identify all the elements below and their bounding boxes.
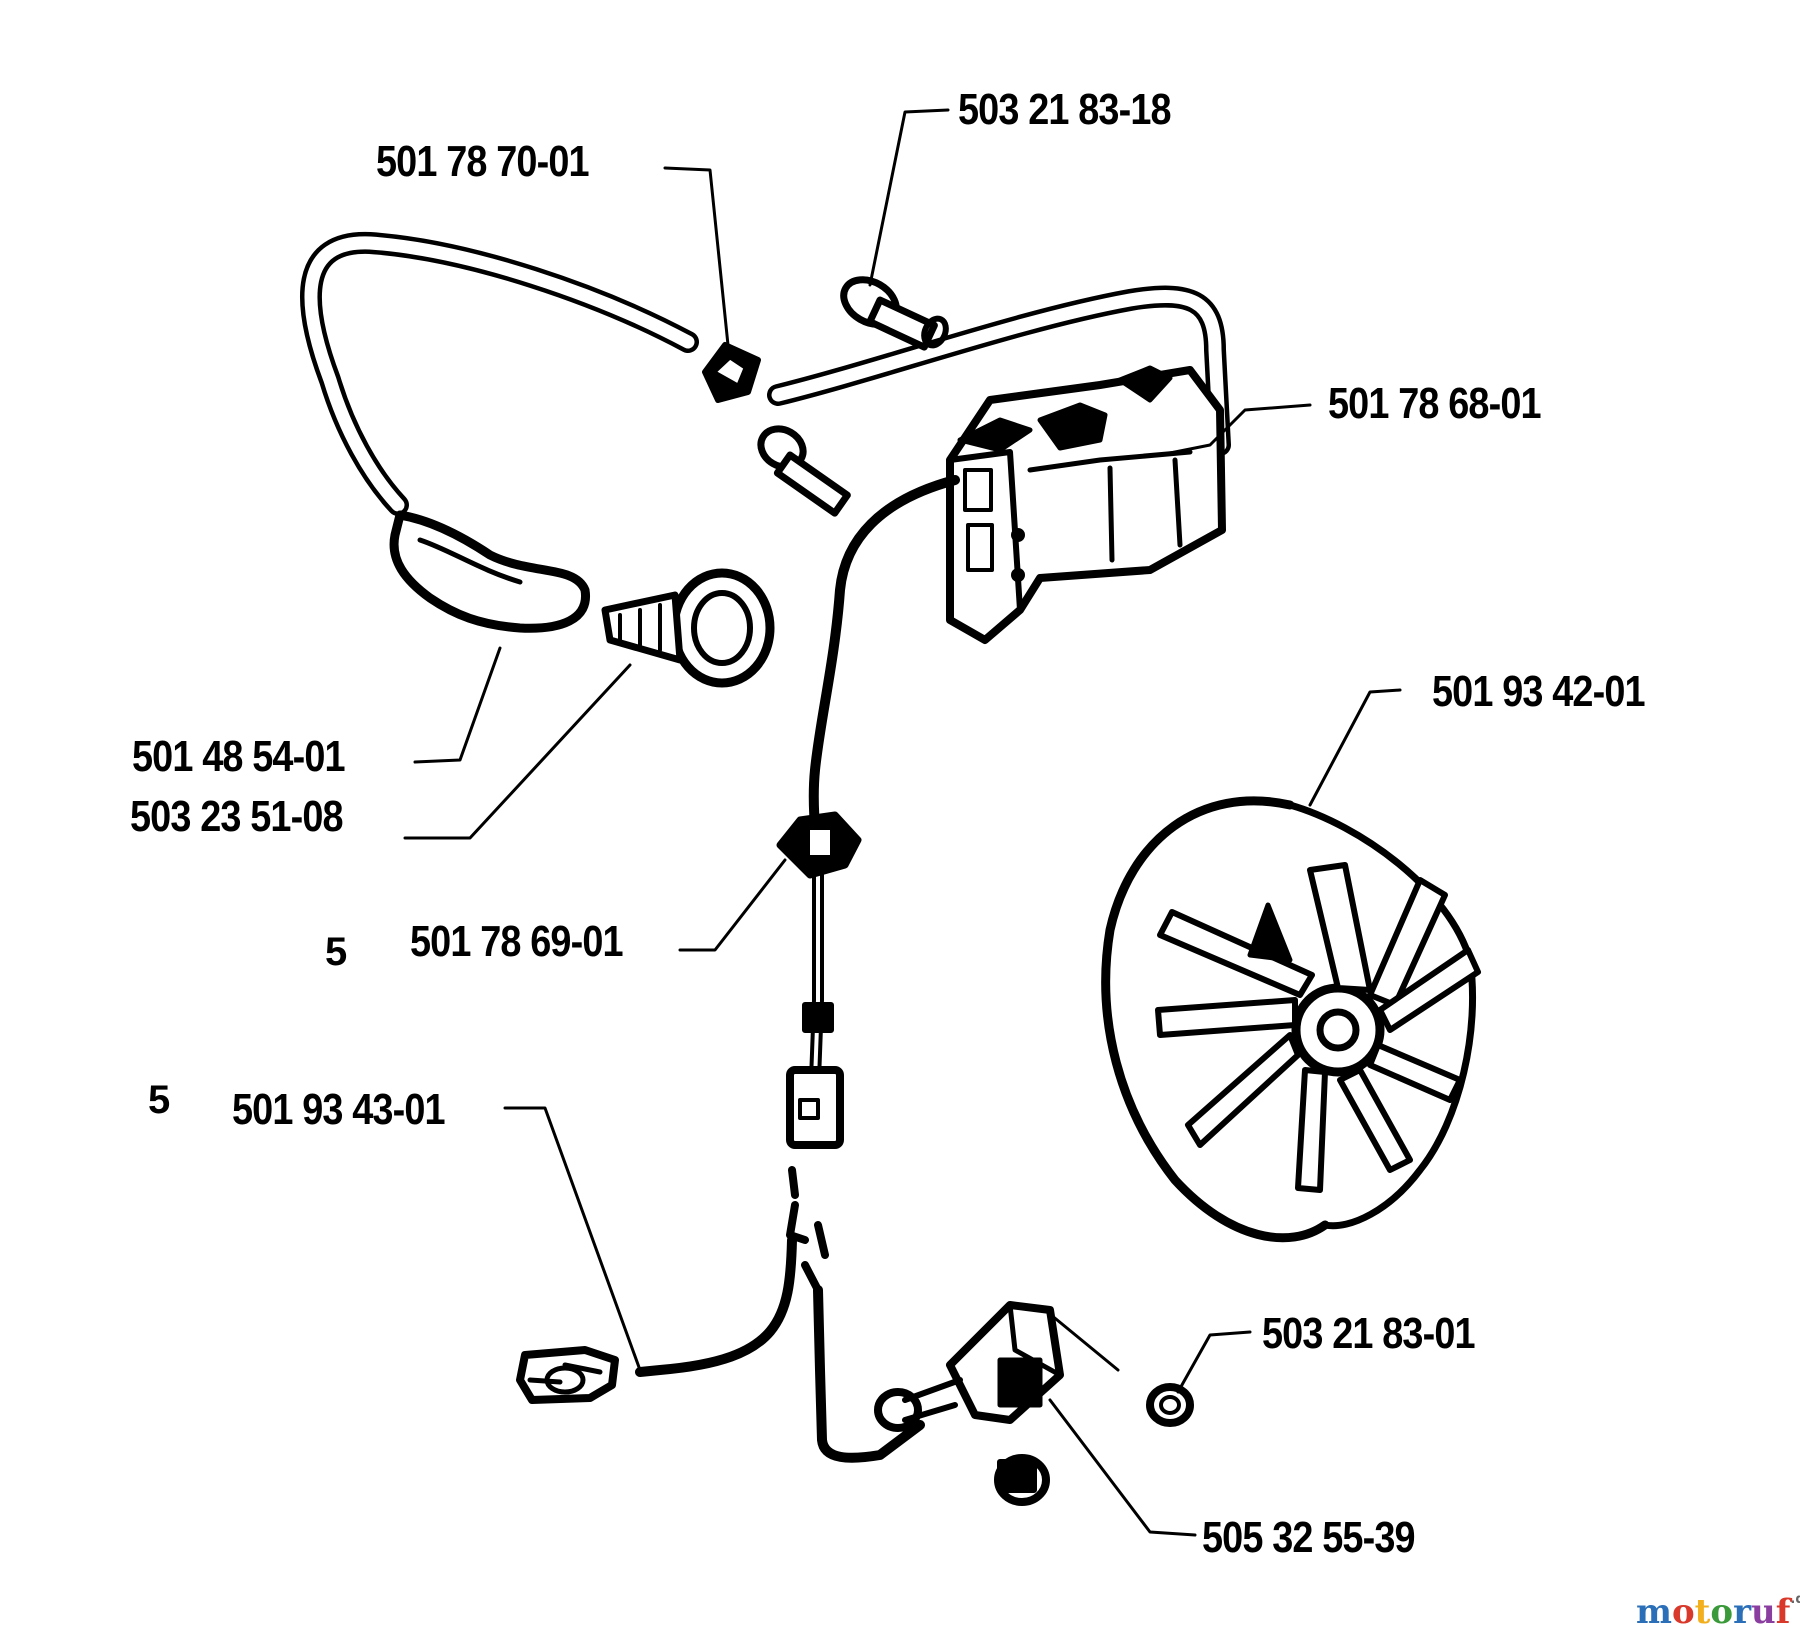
connector: [786, 1002, 844, 1294]
spark-plug-cap: [601, 568, 775, 688]
ignition-coil: [946, 365, 1226, 644]
part-label-501-78-69-01[interactable]: 501 78 69-01: [410, 917, 624, 966]
spark-plug-boot: [389, 510, 591, 633]
leader-lines: [403, 108, 1402, 1537]
nut: [1146, 1383, 1194, 1427]
part-label-503-23-51-08[interactable]: 503 23 51-08: [130, 792, 344, 841]
flywheel: [1101, 796, 1481, 1243]
grommet: [776, 811, 862, 879]
part-label-501-93-43-01[interactable]: 501 93 43-01: [232, 1085, 446, 1134]
watermark-letter: f: [1775, 1592, 1791, 1632]
stray-mark-2: 5: [148, 1078, 171, 1122]
ground-wire: [808, 475, 960, 1086]
part-label-501-78-70-01[interactable]: 501 78 70-01: [376, 137, 590, 186]
part-label-501-78-68-01[interactable]: 501 78 68-01: [1328, 379, 1542, 428]
watermark-letter: o: [1710, 1592, 1734, 1632]
part-label-501-93-42-01[interactable]: 501 93 42-01: [1432, 667, 1646, 716]
stray-mark-1: 5: [325, 930, 348, 974]
screw-middle: [757, 425, 851, 517]
watermark-suffix: .de: [1790, 1592, 1800, 1607]
cable-terminal: [516, 1346, 619, 1404]
part-label-501-48-54-01[interactable]: 501 48 54-01: [132, 732, 346, 781]
watermark-letter: u: [1751, 1592, 1776, 1632]
terminal-wire: [635, 1235, 925, 1463]
part-label-503-21-83-01[interactable]: 503 21 83-01: [1262, 1309, 1476, 1358]
part-label-503-21-83-18[interactable]: 503 21 83-18: [958, 85, 1172, 134]
motoruf-watermark-logo[interactable]: motoruf.de: [1636, 1592, 1800, 1632]
watermark-letter: r: [1733, 1592, 1751, 1632]
screw-top: [840, 276, 949, 351]
watermark-letter: o: [1671, 1592, 1695, 1632]
cable-clip: [702, 342, 761, 403]
watermark-letter: m: [1636, 1592, 1672, 1632]
stop-switch: [874, 1301, 1064, 1506]
part-label-505-32-55-39[interactable]: 505 32 55-39: [1202, 1513, 1416, 1562]
ht-cable: [299, 231, 1231, 516]
watermark-text: motoruf: [1636, 1592, 1790, 1632]
watermark-letter: t: [1694, 1592, 1711, 1632]
